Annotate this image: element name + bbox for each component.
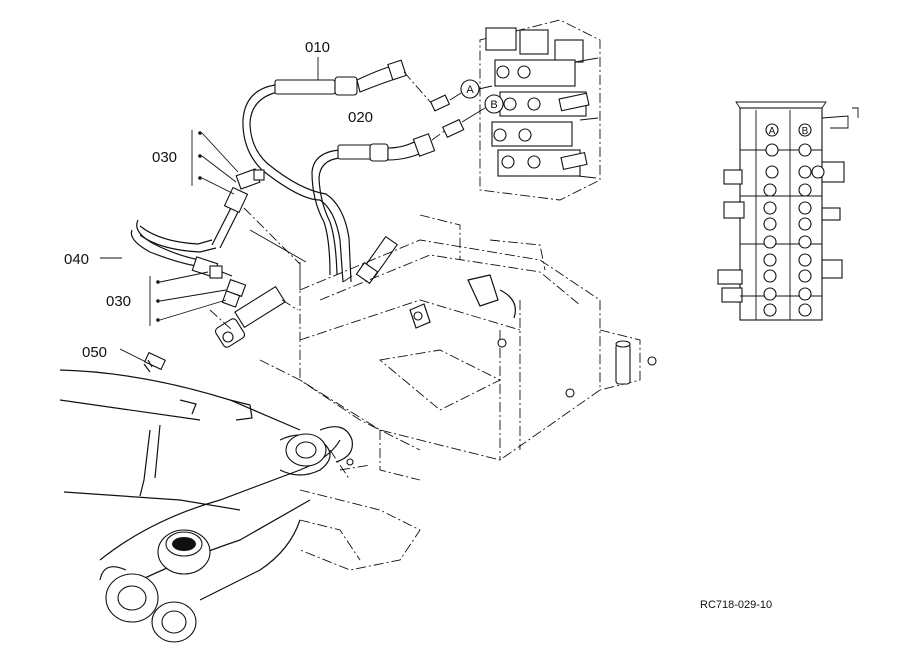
port-b-callout: B bbox=[441, 94, 504, 138]
bracket-030-upper bbox=[191, 130, 239, 195]
frame-fitting bbox=[209, 285, 286, 348]
hose-020 bbox=[311, 129, 447, 276]
port-a-detail-label: A bbox=[769, 126, 776, 137]
drawing-code: RC718-029-10 bbox=[700, 599, 772, 611]
grease-nipple-050 bbox=[143, 351, 167, 373]
leader-lines bbox=[243, 207, 307, 311]
label-040: 040 bbox=[64, 251, 89, 268]
valve-detail-view bbox=[717, 101, 859, 321]
label-030-lower: 030 bbox=[106, 293, 131, 310]
control-valve bbox=[479, 19, 601, 201]
label-030-upper: 030 bbox=[152, 149, 177, 166]
bracket-030-lower bbox=[149, 271, 227, 326]
label-010: 010 bbox=[305, 39, 330, 56]
port-a-callout: A bbox=[429, 79, 493, 112]
label-020: 020 bbox=[348, 109, 373, 126]
boom-pivot-bosses bbox=[99, 529, 211, 643]
port-a-label: A bbox=[466, 84, 474, 96]
boom-arm bbox=[59, 369, 354, 601]
port-b-label: B bbox=[490, 99, 497, 111]
hose-lower-fittings bbox=[342, 235, 398, 285]
chassis-frame bbox=[259, 214, 641, 571]
frame-details bbox=[346, 274, 657, 466]
hose-040 bbox=[130, 219, 247, 308]
valve-detail-ports: A B bbox=[763, 123, 825, 317]
hose-010 bbox=[242, 59, 433, 283]
label-050: 050 bbox=[82, 344, 107, 361]
port-b-detail-label: B bbox=[802, 126, 809, 137]
elbow-030-upper bbox=[139, 168, 265, 253]
